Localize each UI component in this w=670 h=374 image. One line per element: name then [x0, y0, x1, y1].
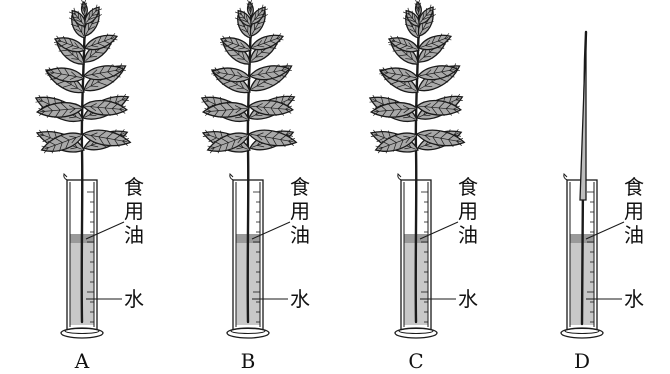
- leaf: [45, 65, 85, 84]
- water-label: 水: [290, 287, 310, 311]
- water-label: 水: [458, 287, 478, 311]
- bare-shoot: [580, 32, 586, 200]
- water-label: 水: [624, 287, 644, 311]
- setup-letter: B: [241, 349, 256, 373]
- oil-label-char: 油: [624, 223, 644, 247]
- oil-label-char: 用: [290, 199, 310, 223]
- setup-letter: C: [408, 349, 423, 373]
- oil-label-char: 食: [290, 175, 310, 199]
- oil-label-char: 用: [624, 199, 644, 223]
- oil-label-char: 用: [458, 199, 478, 223]
- leaf: [379, 65, 419, 84]
- oil-label-char: 食: [458, 175, 478, 199]
- leaf: [415, 0, 422, 16]
- oil-label-char: 食: [124, 175, 144, 199]
- leaf: [211, 65, 251, 84]
- leaf: [247, 0, 254, 16]
- oil-label-char: 食: [624, 175, 644, 199]
- leaf: [81, 0, 88, 16]
- oil-label-char: 油: [124, 223, 144, 247]
- oil-label-char: 油: [458, 223, 478, 247]
- setup-letter: D: [574, 349, 590, 373]
- oil-label-char: 用: [124, 199, 144, 223]
- water-label: 水: [124, 287, 144, 311]
- setup-letter: A: [74, 349, 90, 373]
- oil-label-char: 油: [290, 223, 310, 247]
